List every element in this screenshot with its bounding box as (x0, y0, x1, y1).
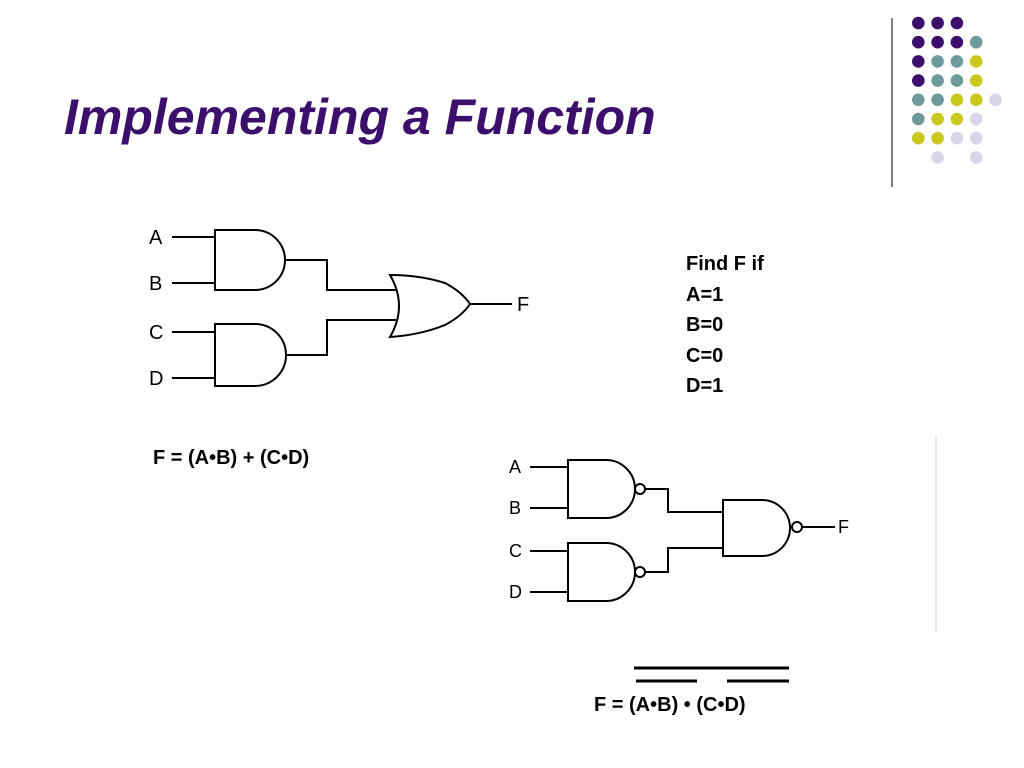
decorative-dot (912, 35, 925, 49)
nand-label-d: D (509, 582, 522, 602)
nand-gate-1-bubble (634, 483, 646, 495)
nand-label-c: C (509, 541, 522, 561)
label-a: A (149, 227, 163, 249)
decorative-dot (931, 35, 944, 49)
nand-gate-2 (567, 542, 636, 602)
decorative-dot (969, 131, 983, 145)
decorative-dot (969, 93, 983, 107)
label-f: F (517, 294, 529, 316)
nand-equation-prefix: F = (594, 694, 629, 716)
nand-equation-term1: (A•B) (629, 694, 678, 716)
problem-text: Find F if A=1 B=0 C=0 D=1 (686, 253, 764, 397)
decorative-dot (931, 16, 944, 30)
decorative-dot (969, 151, 983, 164)
nand-label-b: B (509, 498, 521, 518)
and-gate-1 (214, 229, 286, 291)
decorative-dot (969, 112, 983, 126)
decorative-dot (950, 74, 964, 87)
and-or-equation: F = (A•B) + (C•D) (153, 447, 309, 469)
nand-label-f: F (838, 517, 849, 537)
problem-line-3: B=0 (686, 314, 723, 336)
decorative-dot-grid (912, 16, 1002, 164)
nand-equation-term2: (C•D) (696, 694, 745, 716)
and1-to-or-wire (286, 259, 396, 291)
nand-equation-op: • (678, 694, 696, 716)
problem-line-2: A=1 (686, 284, 723, 306)
problem-line-4: C=0 (686, 345, 723, 367)
nand-gate-3 (722, 499, 791, 557)
nand-equation: F = (A•B) • (C•D) (594, 694, 746, 716)
decorative-dot (931, 55, 944, 68)
problem-line-1: Find F if (686, 253, 764, 275)
decorative-dot (989, 93, 1002, 107)
or-gate (388, 273, 472, 339)
nand1-to-nand3-wire (645, 488, 723, 513)
decorative-dot (969, 74, 983, 87)
decorative-dot (950, 93, 964, 107)
and-gate-2 (214, 323, 287, 387)
nand-gate-2-bubble (634, 566, 646, 578)
decorative-dot (950, 55, 964, 68)
nand-circuit (530, 459, 835, 602)
decorative-dot (912, 112, 925, 126)
decorative-dot (950, 131, 964, 145)
label-b: B (149, 273, 162, 295)
decorative-dot (912, 131, 925, 145)
nand-gate-3-bubble (791, 521, 803, 533)
label-c: C (149, 322, 163, 344)
slide-title: Implementing a Function (64, 89, 656, 145)
decorative-dot (969, 35, 983, 49)
decorative-dot (931, 112, 944, 126)
decorative-dot (969, 55, 983, 68)
decorative-dot (931, 93, 944, 107)
decorative-dot (912, 74, 925, 87)
decorative-dot (912, 93, 925, 107)
decorative-dot (950, 35, 964, 49)
nand-gate-1 (567, 459, 636, 519)
decorative-dot (931, 74, 944, 87)
and-or-circuit (172, 229, 512, 387)
and2-to-or-wire (287, 319, 396, 356)
decorative-dot (950, 112, 964, 126)
nand2-to-nand3-wire (645, 547, 723, 573)
decorative-dot (912, 16, 925, 30)
decorative-dot (931, 151, 944, 164)
decorative-dot (912, 55, 925, 68)
decorative-dot (931, 131, 944, 145)
label-d: D (149, 368, 163, 390)
decorative-dot (950, 16, 964, 30)
nand-label-a: A (509, 457, 521, 477)
problem-line-5: D=1 (686, 375, 723, 397)
